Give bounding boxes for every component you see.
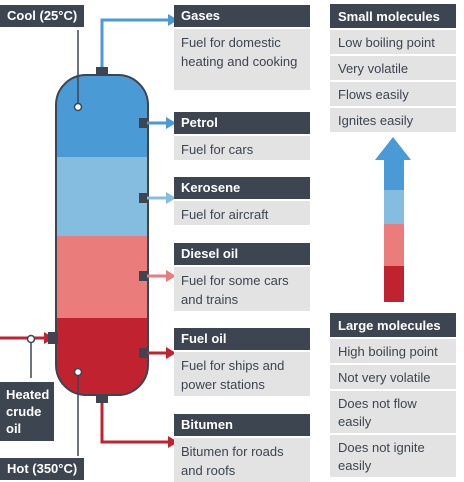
bitumen-pipe bbox=[100, 403, 168, 444]
fraction-name-diesel: Diesel oil bbox=[174, 243, 310, 265]
small-prop-1: Low boiling point bbox=[330, 30, 456, 54]
fraction-use-diesel: Fuel for some cars and trains bbox=[174, 267, 310, 311]
large-prop-1: High boiling point bbox=[330, 339, 456, 363]
input-label-line-3: oil bbox=[6, 421, 22, 436]
fraction-use-fuel-oil: Fuel for ships and power stations bbox=[174, 352, 310, 396]
small-prop-2: Very volatile bbox=[330, 56, 456, 80]
kerosene-nozzle bbox=[139, 193, 149, 203]
fraction-name-petrol: Petrol bbox=[174, 112, 310, 134]
fraction-use-bitumen: Bitumen for roads and roofs bbox=[174, 438, 310, 482]
fractionating-column bbox=[56, 75, 148, 395]
hot-label: Hot (350°C) bbox=[0, 458, 85, 480]
input-label: Heated crude oil bbox=[0, 382, 54, 441]
small-prop-4: Ignites easily bbox=[330, 108, 456, 132]
fraction-name-gases: Gases bbox=[174, 5, 310, 27]
large-molecules-title: Large molecules bbox=[330, 313, 456, 337]
fraction-name-kerosene: Kerosene bbox=[174, 177, 310, 199]
diesel-nozzle bbox=[139, 271, 149, 281]
fuel-oil-nozzle bbox=[139, 348, 149, 358]
fraction-use-petrol: Fuel for cars bbox=[174, 136, 310, 160]
band-light-blue bbox=[56, 157, 148, 236]
band-blue bbox=[56, 75, 148, 157]
large-prop-2: Not very volatile bbox=[330, 365, 456, 389]
fraction-name-fuel-oil: Fuel oil bbox=[174, 328, 310, 350]
bottom-nozzle bbox=[96, 394, 108, 403]
large-prop-4: Does not ignite easily bbox=[330, 435, 456, 477]
hot-point bbox=[73, 367, 83, 377]
gases-arrowhead bbox=[168, 14, 178, 26]
band-red bbox=[56, 318, 148, 395]
large-prop-3: Does not flow easily bbox=[330, 391, 456, 433]
petrol-nozzle bbox=[139, 118, 149, 128]
molecule-size-arrow bbox=[375, 137, 411, 302]
small-prop-3: Flows easily bbox=[330, 82, 456, 106]
diesel-arrowhead bbox=[166, 270, 176, 282]
input-point bbox=[26, 334, 36, 344]
petrol-arrowhead bbox=[166, 117, 176, 129]
cool-label: Cool (25°C) bbox=[0, 5, 85, 27]
input-label-line-1: Heated bbox=[6, 387, 50, 402]
cool-point bbox=[73, 102, 83, 112]
kerosene-arrowhead bbox=[166, 192, 176, 204]
input-label-line-2: crude bbox=[6, 404, 42, 419]
fuel-oil-arrowhead bbox=[166, 347, 176, 359]
inlet-nozzle bbox=[48, 332, 58, 344]
bitumen-arrowhead bbox=[168, 436, 178, 448]
fraction-name-bitumen: Bitumen bbox=[174, 414, 310, 436]
band-pink bbox=[56, 236, 148, 318]
fraction-use-gases: Fuel for domestic heating and cooking bbox=[174, 29, 310, 90]
gases-pipe bbox=[100, 18, 168, 67]
small-molecules-title: Small molecules bbox=[330, 4, 456, 28]
fraction-use-kerosene: Fuel for aircraft bbox=[174, 201, 310, 225]
top-nozzle bbox=[96, 67, 108, 76]
